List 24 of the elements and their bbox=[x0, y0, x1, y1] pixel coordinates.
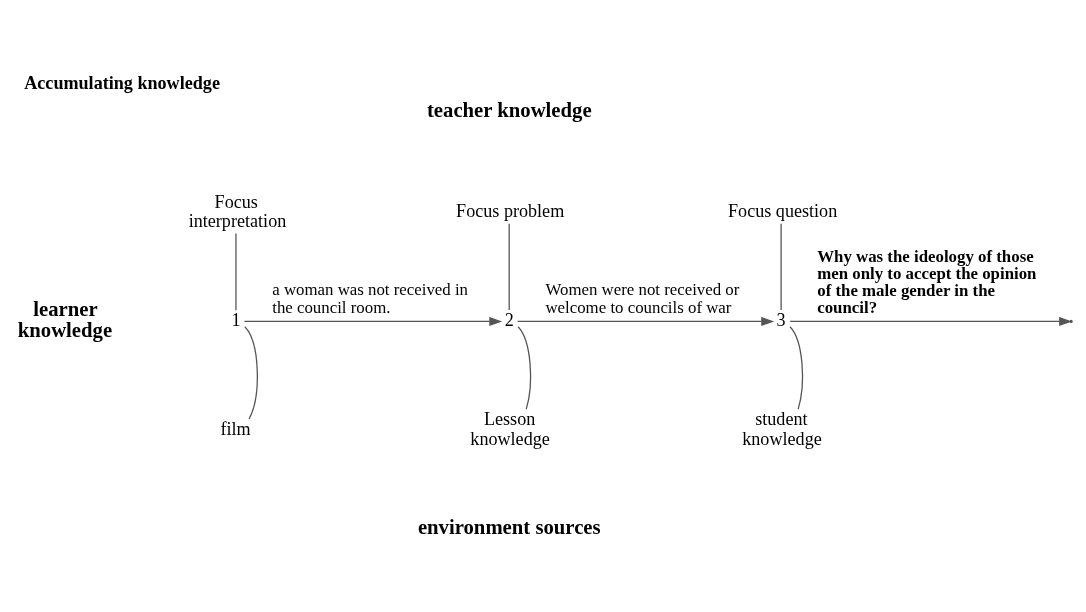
connector bbox=[235, 232, 237, 311]
node-text: Focus interpretation bbox=[188, 191, 287, 231]
node-text: film bbox=[220, 418, 251, 439]
node-text: 3 bbox=[776, 309, 786, 330]
arrow bbox=[243, 316, 503, 326]
connector bbox=[780, 222, 782, 311]
edge-label: Why was the ideology of those men only to accept the opinion of the male gender in the council? bbox=[817, 246, 1037, 317]
node-text: 2 bbox=[504, 309, 514, 330]
arrow bbox=[517, 316, 775, 326]
diagram-title: Accumulating knowledge bbox=[24, 72, 220, 93]
label: learner knowledge bbox=[17, 297, 113, 341]
edge-label: Women were not received or welcome to councils of war bbox=[545, 279, 740, 317]
node-text: Focus problem bbox=[456, 200, 565, 221]
node-text: 1 bbox=[231, 309, 241, 330]
connector bbox=[789, 325, 804, 410]
label: teacher knowledge bbox=[426, 98, 592, 121]
connector bbox=[244, 325, 258, 419]
node-text: Lesson knowledge bbox=[470, 408, 550, 449]
label: environment sources bbox=[417, 515, 601, 537]
connector bbox=[517, 325, 532, 410]
node-text: Focus question bbox=[728, 200, 838, 221]
node-text: student knowledge bbox=[742, 408, 822, 449]
edge-label: a woman was not received in the council room. bbox=[272, 279, 469, 317]
connector bbox=[508, 222, 510, 311]
